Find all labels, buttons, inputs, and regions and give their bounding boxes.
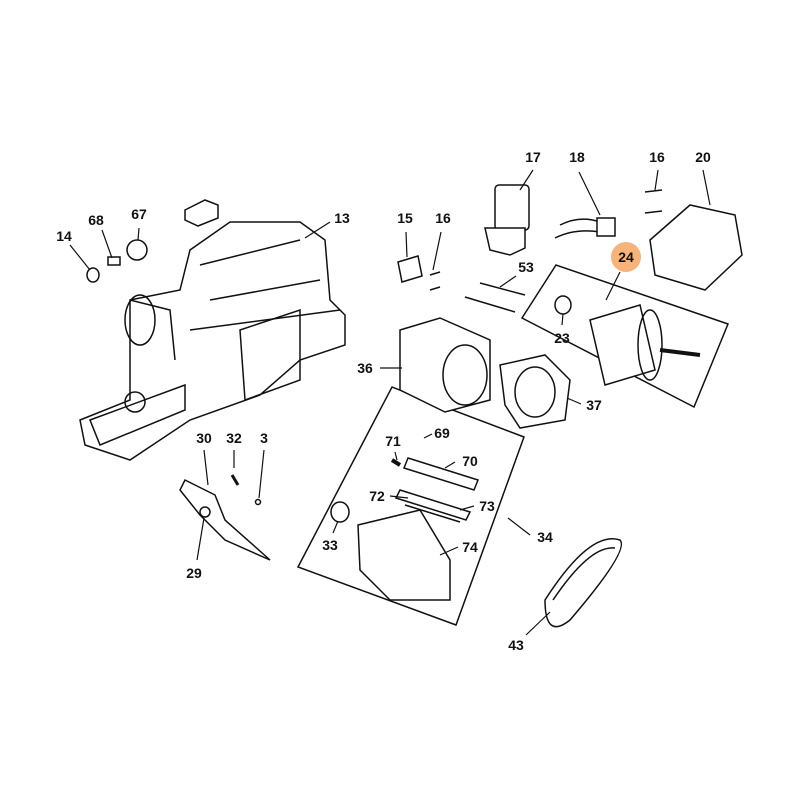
part-33 [330,501,350,523]
armature-group-box [520,264,729,409]
callout-68[interactable]: 68 [88,212,104,228]
callout-69[interactable]: 69 [434,425,450,441]
callout-74[interactable]: 74 [462,539,478,555]
part-70 [403,457,479,491]
callout-70[interactable]: 70 [462,453,478,469]
cutter-group-box [296,386,525,626]
part-24-armature [554,295,701,386]
callout-18[interactable]: 18 [569,149,585,165]
callout-17[interactable]: 17 [525,149,541,165]
part-68 [107,256,121,266]
callout-73[interactable]: 73 [479,498,495,514]
callout-72[interactable]: 72 [369,488,385,504]
callout-14[interactable]: 14 [56,228,72,244]
callout-23[interactable]: 23 [554,330,570,346]
callout-71[interactable]: 71 [385,433,401,449]
callout-67[interactable]: 67 [131,206,147,222]
callout-15[interactable]: 15 [397,210,413,226]
callout-53[interactable]: 53 [518,259,534,275]
part-knob [184,199,219,227]
callout-37[interactable]: 37 [586,397,602,413]
part-18 [554,218,601,239]
part-36-stator [399,317,491,413]
callout-33[interactable]: 33 [322,537,338,553]
part-72-73 [394,489,472,523]
callout-16[interactable]: 16 [435,210,451,226]
part-29-30 [179,478,271,561]
callout-24-highlighted[interactable]: 24 [611,242,641,272]
callout-3[interactable]: 3 [260,430,268,446]
part-37 [499,354,571,429]
housing-part [79,221,346,461]
callout-13[interactable]: 13 [334,210,350,226]
part-16-screws [429,271,441,291]
part-71 [390,458,402,467]
part-17 [484,184,530,256]
callout-20[interactable]: 20 [695,149,711,165]
callout-36[interactable]: 36 [357,360,373,376]
part-15 [397,255,423,283]
callout-29[interactable]: 29 [186,565,202,581]
part-20 [649,204,743,291]
part-53-rods [464,282,526,313]
callout-34[interactable]: 34 [537,529,553,545]
part-43-belt [544,538,623,628]
callout-43[interactable]: 43 [508,637,524,653]
part-34-drum [357,509,451,601]
callout-30[interactable]: 30 [196,430,212,446]
callout-16b[interactable]: 16 [649,149,665,165]
callout-32[interactable]: 32 [226,430,242,446]
part-67 [126,239,148,261]
part-14 [86,267,100,283]
